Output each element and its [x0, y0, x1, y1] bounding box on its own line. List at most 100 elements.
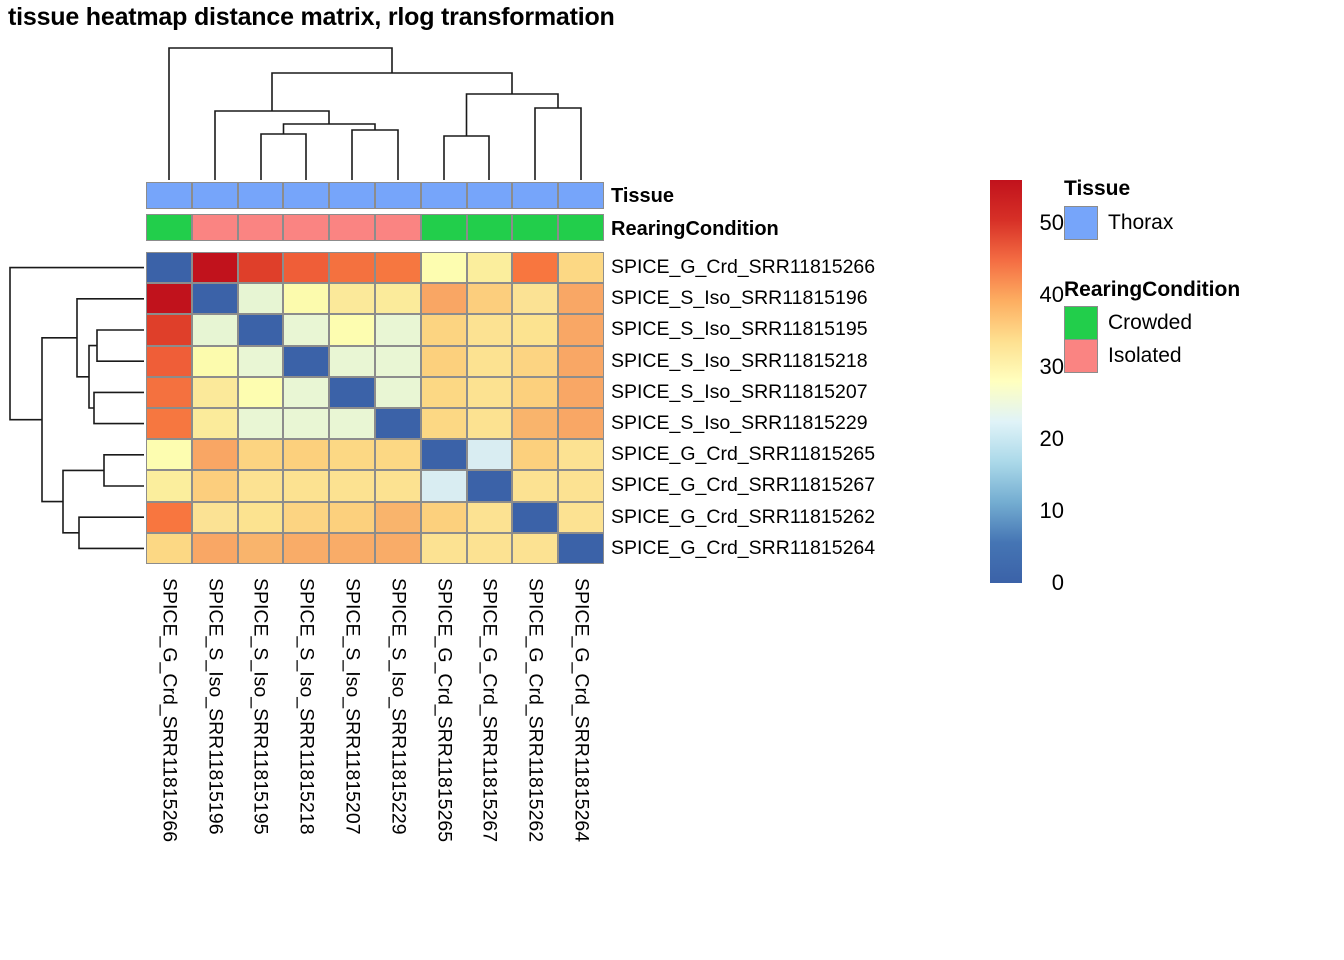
annotation-bar-tissue	[146, 182, 604, 209]
row-label: SPICE_S_Iso_SRR11815229	[611, 411, 868, 434]
row-label: SPICE_G_Crd_SRR11815262	[611, 505, 876, 528]
heatmap-cell	[374, 283, 421, 315]
heatmap-cell	[558, 376, 604, 408]
heatmap-cell	[191, 532, 238, 564]
column-label: SPICE_S_Iso_SRR11815196	[204, 578, 227, 835]
row-label: SPICE_G_Crd_SRR11815266	[611, 256, 876, 278]
heatmap-cell	[329, 407, 375, 440]
heatmap-cell	[191, 470, 238, 502]
heatmap-cell	[146, 501, 192, 533]
heatmap-cell	[374, 252, 421, 284]
heatmap-cell	[146, 314, 192, 346]
page-title: tissue heatmap distance matrix, rlog tra…	[8, 3, 615, 31]
heatmap-cell	[420, 470, 467, 502]
annotation-cell-tissue	[512, 182, 559, 209]
heatmap-cell	[146, 345, 192, 377]
annotation-cell-tissue	[374, 182, 421, 209]
column-dendrogram	[168, 47, 582, 180]
heatmap-cell	[146, 439, 192, 471]
heatmap-cell	[558, 252, 604, 284]
column-label-slot: SPICE_G_Crd_SRR11815266	[146, 578, 192, 958]
column-label-slot: SPICE_S_Iso_SRR11815195	[238, 578, 284, 958]
colorbar-tick-label: 30	[1039, 354, 1064, 380]
legend-label-isolated: Isolated	[1108, 343, 1182, 367]
heatmap-cell	[512, 376, 559, 408]
heatmap-cell	[512, 252, 559, 284]
heatmap-cell	[466, 470, 513, 502]
heatmap-cell	[283, 501, 330, 533]
column-label: SPICE_G_Crd_SRR11815266	[158, 578, 181, 843]
column-label: SPICE_S_Iso_SRR11815229	[387, 578, 410, 835]
heatmap-cell	[237, 314, 284, 346]
annotation-cell-rearingcondition	[374, 214, 421, 241]
heatmap-cell	[191, 345, 238, 377]
heatmap-cell	[466, 252, 513, 284]
heatmap-cell	[374, 407, 421, 440]
heatmap-cell	[558, 314, 604, 346]
heatmap-cell	[558, 407, 604, 440]
heatmap-cell	[512, 439, 559, 471]
heatmap-cell	[329, 283, 375, 315]
row-dendrogram	[9, 266, 144, 550]
column-label-slot: SPICE_G_Crd_SRR11815267	[467, 578, 513, 958]
column-label-slot: SPICE_G_Crd_SRR11815264	[558, 578, 604, 958]
row-label: SPICE_G_Crd_SRR11815265	[611, 443, 876, 466]
heatmap-row	[146, 345, 604, 377]
heatmap-cell	[237, 345, 284, 377]
heatmap-cell	[283, 470, 330, 502]
heatmap-cell	[420, 376, 467, 408]
heatmap-cell	[420, 407, 467, 440]
annotation-cell-tissue	[237, 182, 284, 209]
heatmap-cell	[191, 407, 238, 440]
heatmap-cell	[237, 439, 284, 471]
annotation-bar-rearingcondition	[146, 214, 604, 241]
annotation-cell-rearingcondition	[329, 214, 375, 241]
heatmap-cell	[558, 470, 604, 502]
row-label: SPICE_G_Crd_SRR11815264	[611, 536, 876, 559]
heatmap-cell	[466, 501, 513, 533]
heatmap-cell	[558, 439, 604, 471]
row-label: SPICE_S_Iso_SRR11815207	[611, 380, 868, 403]
heatmap-cell	[191, 252, 238, 284]
column-label: SPICE_S_Iso_SRR11815207	[341, 578, 364, 835]
heatmap-row	[146, 314, 604, 346]
heatmap-cell	[329, 532, 375, 564]
annotation-title-rearingcondition: RearingCondition	[611, 218, 779, 240]
annotation-title-tissue: Tissue	[611, 185, 674, 207]
heatmap-cell	[237, 470, 284, 502]
legend-rearingcondition: RearingCondition Crowded Isolated	[1064, 278, 1240, 373]
heatmap-cell	[329, 376, 375, 408]
column-label: SPICE_G_Crd_SRR11815262	[524, 578, 547, 843]
heatmap-cell	[329, 314, 375, 346]
heatmap-cell	[283, 345, 330, 377]
heatmap-cell	[420, 252, 467, 284]
annotation-cell-tissue	[329, 182, 375, 209]
heatmap-cell	[237, 283, 284, 315]
heatmap-row	[146, 532, 604, 564]
heatmap-cell	[283, 314, 330, 346]
annotation-cell-tissue	[283, 182, 330, 209]
heatmap-cell	[329, 252, 375, 284]
heatmap-cell	[512, 314, 559, 346]
heatmap-cell	[420, 439, 467, 471]
column-label-slot: SPICE_S_Iso_SRR11815229	[375, 578, 421, 958]
heatmap-cell	[374, 439, 421, 471]
heatmap-cell	[420, 501, 467, 533]
heatmap-cell	[329, 439, 375, 471]
heatmap-cell	[146, 532, 192, 564]
heatmap-cell	[374, 345, 421, 377]
legend-swatch-crowded	[1064, 305, 1098, 340]
annotation-cell-tissue	[558, 182, 604, 209]
heatmap-cell	[329, 470, 375, 502]
legend-label-thorax: Thorax	[1108, 211, 1174, 234]
heatmap-cell	[512, 501, 559, 533]
heatmap-cell	[512, 407, 559, 440]
heatmap-cell	[191, 501, 238, 533]
annotation-cell-tissue	[466, 182, 513, 209]
heatmap-matrix	[146, 252, 604, 564]
annotation-cell-rearingcondition	[420, 214, 467, 241]
annotation-cell-tissue	[146, 182, 192, 209]
heatmap-cell	[283, 376, 330, 408]
